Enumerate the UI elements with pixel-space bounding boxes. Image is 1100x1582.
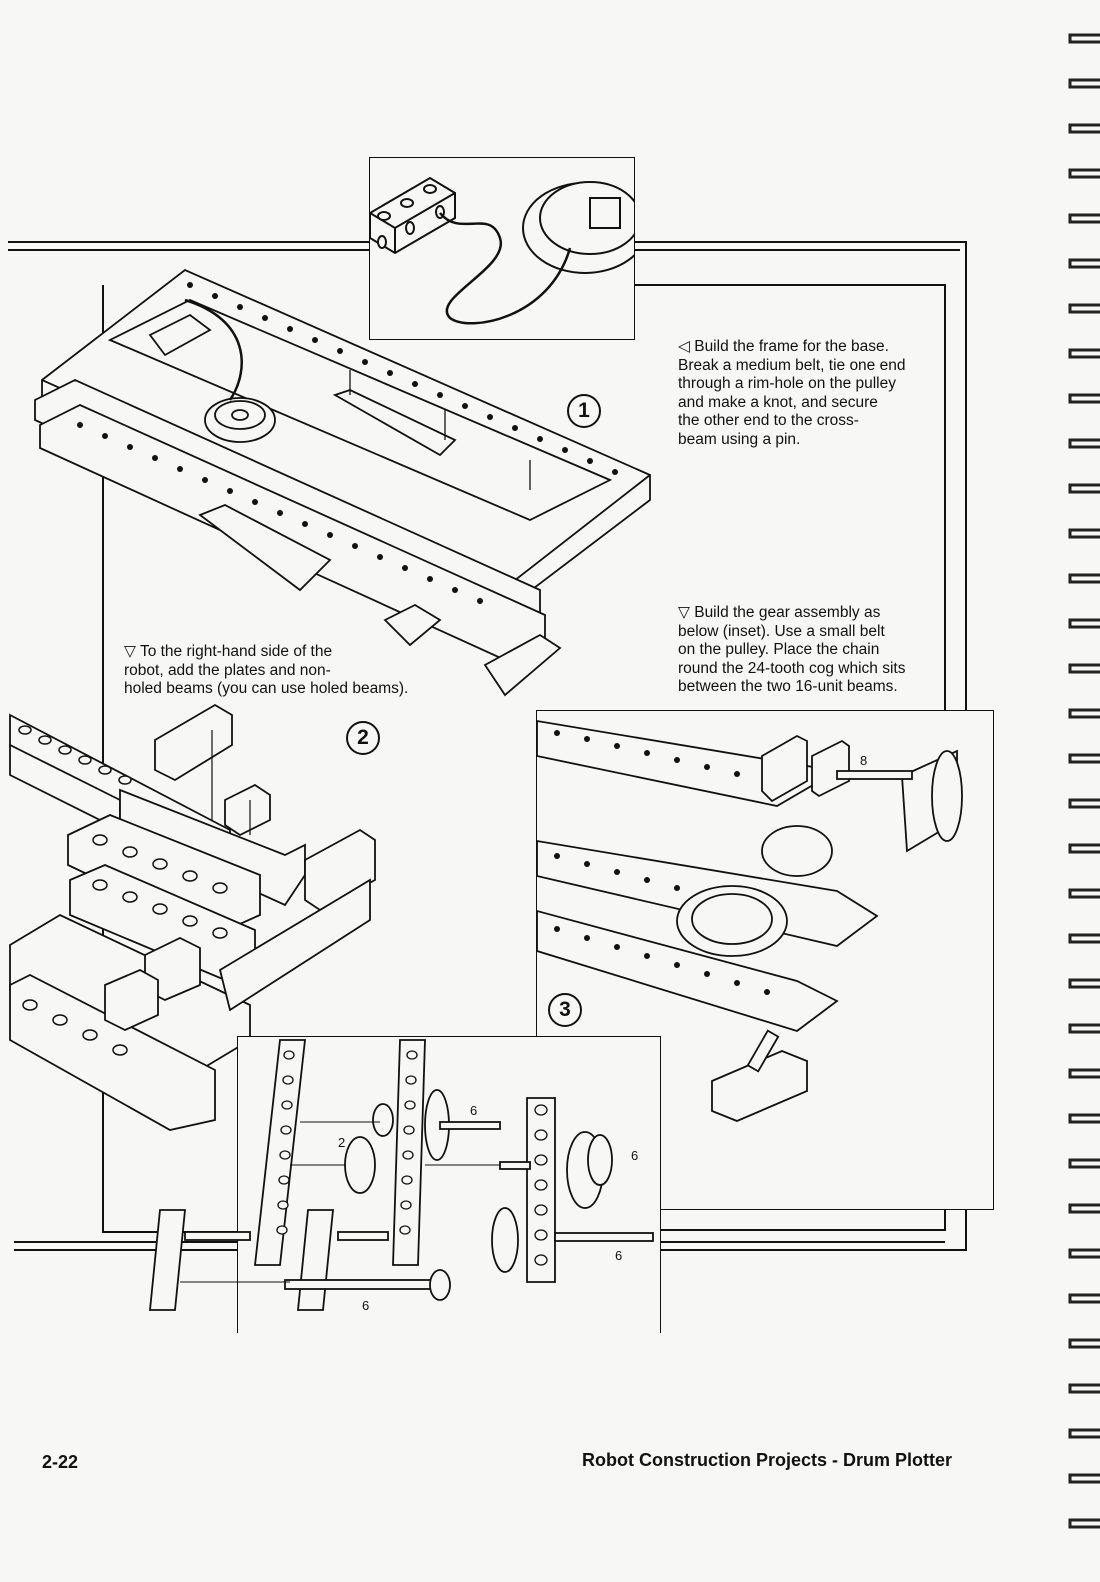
step1-line: the other end to the cross- xyxy=(678,412,859,430)
axle-length-label: 6 xyxy=(470,1103,478,1118)
step3-line: on the pulley. Place the chain xyxy=(678,641,880,659)
spiral-binding xyxy=(1065,20,1100,1570)
step3-line: round the 24-tooth cog which sits xyxy=(678,659,906,677)
step2-number: 2 xyxy=(346,721,380,755)
step2-line: ▽ To the right-hand side of the xyxy=(124,643,333,660)
step3-instructions: ▽ Build the gear assembly as below (inse… xyxy=(678,604,905,697)
axle-length-label: 6 xyxy=(631,1148,639,1163)
section-title: Robot Construction Projects - Drum Plott… xyxy=(582,1450,953,1470)
step1-line: beam using a pin. xyxy=(678,430,801,448)
step1-line: through a rim-hole on the pulley xyxy=(678,375,896,393)
step1-line: Break a medium belt, tie one end xyxy=(678,356,906,374)
step3-number: 3 xyxy=(548,993,582,1027)
step1-instructions: ◁ Build the frame for the base. Break a … xyxy=(678,338,905,450)
inset-pulley-belt xyxy=(369,157,635,340)
axle-length-label: 2 xyxy=(338,1135,346,1150)
axle-length-label: 8 xyxy=(860,753,868,768)
step3-line: between the two 16-unit beams. xyxy=(678,678,898,696)
step3-line: below (inset). Use a small belt xyxy=(678,622,885,640)
axle-length-label: 6 xyxy=(615,1248,623,1263)
step1-line: and make a knot, and secure xyxy=(678,393,878,411)
step3-line: ▽ Build the gear assembly as xyxy=(678,604,881,621)
page-number: 2-22 xyxy=(42,1452,79,1472)
step1-line: ◁ Build the frame for the base. xyxy=(678,338,889,355)
step2-line: holed beams (you can use holed beams). xyxy=(124,680,409,698)
step3-gear-assembly-panel: 8 xyxy=(536,710,994,1210)
axle-length-label: 6 xyxy=(362,1298,370,1313)
step1-number: 1 xyxy=(567,394,601,428)
step2-line: robot, add the plates and non- xyxy=(124,661,331,679)
step2-instructions: ▽ To the right-hand side of the robot, a… xyxy=(124,643,408,699)
